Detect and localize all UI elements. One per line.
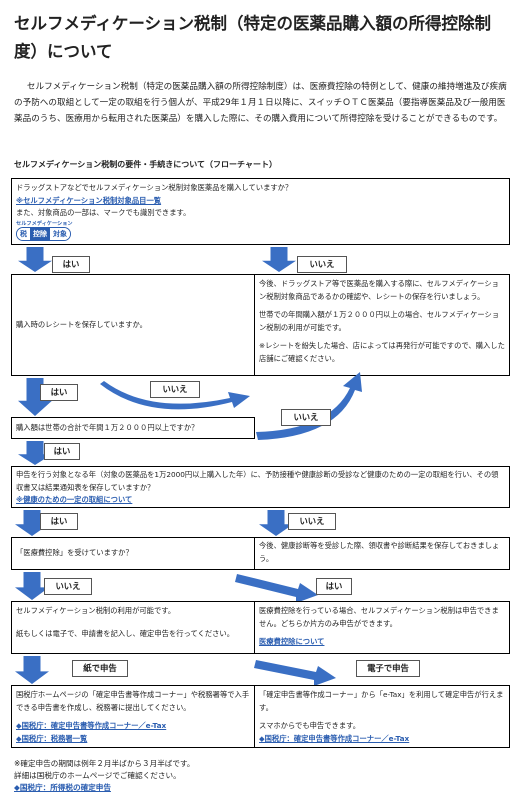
etax-link[interactable]: ◆国税庁：確定申告書等作成コーナー／e-Tax: [259, 733, 410, 743]
intro-paragraph: セルフメディケーション税制（特定の医薬品購入額の所得控除制度）は、医療費控除の特…: [14, 82, 507, 124]
advice-box-health: 今後、健康診断等を受診した際、領収書や診断結果を保存しておきましょう。: [254, 537, 510, 570]
label-paper: 紙で申告: [72, 660, 128, 677]
label-no1: いいえ: [297, 256, 347, 273]
target-items-link[interactable]: ※セルフメディケーション税制対象品目一覧: [16, 195, 162, 205]
mark-zei: 税: [17, 227, 30, 240]
question-box-medical-deduction: 「医療費控除」を受けていますか？: [11, 537, 255, 570]
question-medical-deduction: 「医療費控除」を受けていますか？: [16, 548, 133, 558]
curve-arrow-no2a: [100, 381, 250, 410]
procedure-electronic-p2: スマホからでも申告できます。: [259, 721, 360, 730]
label-yes4: はい: [40, 513, 78, 530]
procedure-box-electronic: 「確定申告書等作成コーナー」から「e-Tax」を利用して確定申告が行えます。 ス…: [254, 685, 510, 748]
label-yes5: はい: [316, 578, 352, 595]
label-no5: いいえ: [44, 578, 92, 595]
self-medication-mark: セルフメディケーション 税 控除 対象: [16, 221, 505, 241]
diagonal-arrow-yes5: [235, 574, 318, 603]
footer-line-1: ※確定申告の期間は例年２月半ばから３月半ばです。: [14, 759, 195, 768]
footer-line-2: 詳細は国税庁のホームページでご確認ください。: [14, 771, 181, 780]
mark-taisho: 対象: [50, 227, 70, 240]
result-box-not-eligible: 医療費控除を行っている場合、セルフメディケーション税制は申告できません。どちらか…: [254, 601, 510, 654]
procedure-paper-p1: 国税庁ホームページの「確定申告書等作成コーナー」や税務署等で入手できる申告書を作…: [16, 690, 250, 712]
label-no2b: いいえ: [281, 409, 331, 426]
question-box-amount: 購入額は世帯の合計で年間１万２０００円以上ですか？: [11, 417, 255, 439]
flowchart-heading: セルフメディケーション税制の要件・手続きについて（フローチャート）: [14, 160, 277, 169]
procedure-box-paper: 国税庁ホームページの「確定申告書等作成コーナー」や税務署等で入手できる申告書を作…: [11, 685, 255, 748]
label-yes2: はい: [40, 384, 78, 401]
health-initiative-link[interactable]: ※健康のための一定の取組について: [16, 495, 133, 504]
label-yes1: はい: [52, 256, 90, 273]
result-box-eligible: セルフメディケーション税制の利用が可能です。 紙もしくは電子で、申請書を記入し、…: [11, 601, 255, 654]
question-amount: 購入額は世帯の合計で年間１万２０００円以上ですか？: [16, 422, 199, 432]
mark-caption: セルフメディケーション: [16, 220, 73, 227]
advice-receipt-p1: 今後、ドラッグストア等で医薬品を購入する際に、セルフメディケーション税制対象商品…: [259, 279, 499, 301]
advice-health: 今後、健康診断等を受診した際、領収書や診断結果を保存しておきましょう。: [259, 541, 500, 563]
question-box-receipt: 購入時のレシートを保存していますか。: [11, 274, 255, 376]
tax-return-corner-link[interactable]: ◆国税庁：確定申告書等作成コーナー／e-Tax: [16, 721, 167, 730]
question-health: 申告を行う対象となる年（対象の医薬品を1万2000円以上購入した年）に、予防接種…: [16, 470, 499, 492]
mark-kojo: 控除: [30, 227, 50, 240]
label-no2a: いいえ: [150, 381, 200, 398]
diagonal-arrow-electronic: [254, 660, 336, 686]
result-eligible-p2: 紙もしくは電子で、申請書を記入し、確定申告を行ってください。: [16, 628, 235, 638]
mark-note: また、対象商品の一部は、マークでも識別できます。: [16, 208, 191, 217]
advice-box-receipt: 今後、ドラッグストア等で医薬品を購入する際に、セルフメディケーション税制対象商品…: [254, 274, 510, 376]
question-purchase: ドラッグストアなどでセルフメディケーション税制対象医薬品を購入していますか？: [16, 183, 293, 192]
question-receipt: 購入時のレシートを保存していますか。: [16, 319, 147, 329]
label-electronic: 電子で申告: [356, 660, 420, 677]
label-yes3: はい: [44, 443, 80, 460]
result-not-eligible-p1: 医療費控除を行っている場合、セルフメディケーション税制は申告できません。どちらか…: [259, 606, 499, 628]
question-box-purchase: ドラッグストアなどでセルフメディケーション税制対象医薬品を購入していますか？ ※…: [11, 178, 510, 245]
label-no4: いいえ: [288, 513, 336, 530]
page-title: セルフメディケーション税制（特定の医薬品購入額の所得控除制度）について: [14, 14, 492, 61]
income-tax-return-link[interactable]: ◆国税庁：所得税の確定申告: [14, 783, 111, 792]
result-eligible-p1: セルフメディケーション税制の利用が可能です。: [16, 606, 176, 615]
curve-arrow-no2b: [256, 372, 362, 440]
question-box-health: 申告を行う対象となる年（対象の医薬品を1万2000円以上購入した年）に、予防接種…: [11, 466, 510, 508]
medical-deduction-link[interactable]: 医療費控除について: [259, 637, 325, 646]
tax-office-list-link[interactable]: ◆国税庁：税務署一覧: [16, 733, 88, 743]
footer-note: ※確定申告の期間は例年２月半ばから３月半ばです。 詳細は国税庁のホームページでご…: [14, 758, 510, 794]
procedure-electronic-p1: 「確定申告書等作成コーナー」から「e-Tax」を利用して確定申告が行えます。: [259, 690, 504, 712]
advice-receipt-p3: ※レシートを紛失した場合、店によっては再発行が可能ですので、購入した店舗にご確認…: [259, 341, 505, 363]
advice-receipt-p2: 世帯での年間購入額が１万２０００円以上の場合、セルフメディケーション税制の利用が…: [259, 310, 500, 332]
